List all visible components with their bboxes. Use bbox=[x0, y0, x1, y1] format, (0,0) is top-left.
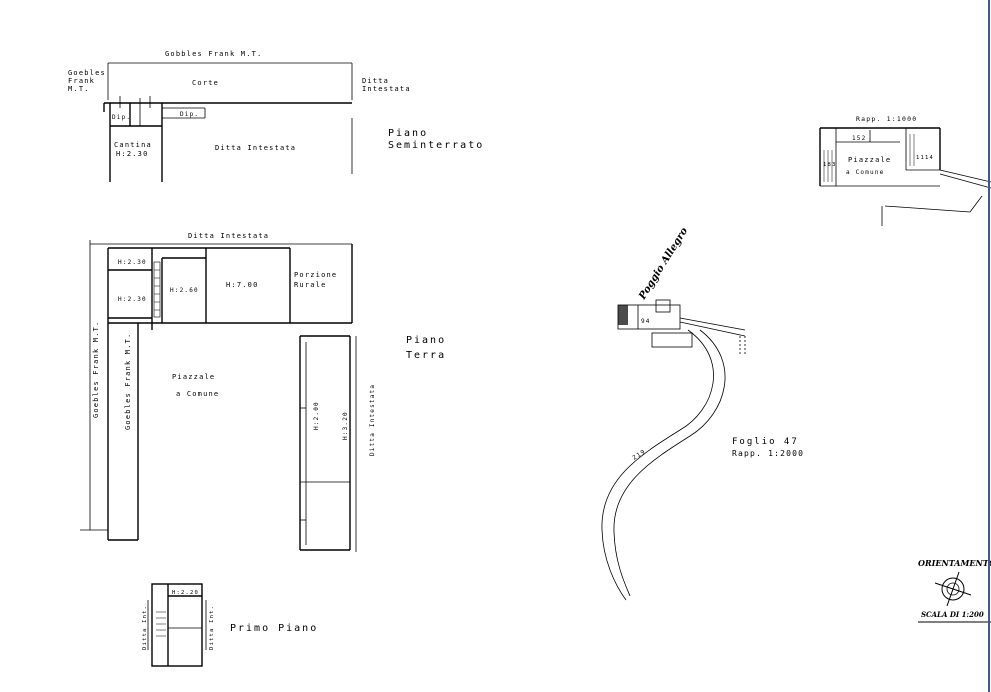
porzione-label-1: Porzione bbox=[294, 271, 337, 279]
seminterrato-right-neighbor-2: Intestata bbox=[362, 85, 411, 93]
seminterrato-left-neighbor-1: Goebles bbox=[68, 69, 106, 77]
primo-walls bbox=[147, 583, 207, 667]
seminterrato-left-neighbor-2: Frank bbox=[68, 77, 95, 85]
map-road-number: 219 bbox=[631, 448, 647, 462]
map-road bbox=[601, 329, 726, 601]
inset-lot-183: 183 bbox=[823, 162, 837, 168]
map-lot-94: 94 bbox=[641, 318, 651, 325]
map-building bbox=[617, 299, 746, 356]
primo-room-height: H:2.20 bbox=[172, 590, 199, 596]
terra-inner-vertical-label: Goebles Frank M.T. bbox=[124, 333, 132, 430]
inset-lot-152: 152 bbox=[852, 135, 866, 142]
terra-left-vertical-label: Goebles Frank M.T. bbox=[92, 321, 100, 418]
terra-right-height-2: H:3.20 bbox=[342, 411, 349, 440]
seminterrato-left-neighbor-3: M.T. bbox=[68, 85, 90, 93]
orientation-legend: ORIENTAMENTO SCALA DI 1:200 bbox=[918, 558, 991, 623]
terra-walls bbox=[80, 240, 357, 552]
map-place-name: Poggio Allegro bbox=[637, 226, 691, 303]
terra-title-2: Terra bbox=[406, 350, 446, 361]
inset-hatch bbox=[823, 134, 915, 182]
inset-site-plan: Rapp. 1:1000 152 183 1114 Piazz bbox=[819, 115, 991, 226]
piazzale-label-2: a Comune bbox=[176, 390, 219, 398]
terra-room4-height: H:7.00 bbox=[226, 281, 259, 289]
scala-label: SCALA DI 1:200 bbox=[921, 610, 984, 619]
seminterrato-walls bbox=[103, 96, 353, 182]
seminterrato-top-neighbor: Gobbles Frank M.T. bbox=[165, 50, 262, 58]
corte-label: Corte bbox=[192, 79, 219, 87]
inset-walls bbox=[819, 127, 991, 226]
porzione-label-2: Rurale bbox=[294, 281, 327, 289]
map-foglio: Foglio 47 bbox=[732, 437, 799, 447]
inset-piazzale-2: a Comune bbox=[846, 169, 885, 176]
primo-right-vertical-label: Ditta Int. bbox=[209, 605, 215, 650]
primo-title: Primo Piano bbox=[230, 623, 318, 634]
terra-room3-height: H:2.60 bbox=[170, 287, 199, 294]
terra-title-1: Piano bbox=[406, 335, 446, 346]
seminterrato-right-neighbor-1: Ditta bbox=[362, 77, 389, 85]
seminterrato-title-2: Seminterrato bbox=[388, 140, 484, 151]
orientamento-label: ORIENTAMENTO bbox=[918, 558, 991, 568]
dip-room-label-2: Dip. bbox=[180, 111, 199, 118]
inset-scale: Rapp. 1:1000 bbox=[856, 115, 917, 123]
inset-piazzale-1: Piazzale bbox=[848, 156, 891, 164]
map-rapp: Rapp. 1:2000 bbox=[732, 449, 804, 458]
terra-top-label: Ditta Intestata bbox=[188, 232, 269, 240]
compass-rose-icon bbox=[934, 571, 972, 607]
plan-piano-terra: Ditta Intestata bbox=[80, 232, 446, 552]
piazzale-label-1: Piazzale bbox=[172, 373, 215, 381]
terra-right-height-1: H:2.00 bbox=[313, 401, 320, 430]
terra-room2-height: H:2.30 bbox=[118, 296, 147, 303]
cadastral-map: 94 Poggio Allegro 219 Foglio 47 Rapp. 1:… bbox=[601, 226, 804, 601]
seminterrato-ditta-label: Ditta Intestata bbox=[215, 144, 296, 152]
cantina-label: Cantina bbox=[114, 141, 152, 149]
terra-right-vertical-label: Ditta Intestata bbox=[369, 384, 376, 456]
primo-left-vertical-label: Ditta Int. bbox=[142, 605, 148, 650]
primo-stair-symbol bbox=[156, 611, 166, 637]
cantina-height: H:2.30 bbox=[116, 150, 149, 158]
plan-seminterrato: Gobbles Frank M.T. Goebles Frank M.T. Co… bbox=[68, 50, 484, 182]
plan-primo-piano: H:2.20 Ditta Int. Ditta Int. Primo Piano bbox=[142, 583, 318, 667]
stair-symbol bbox=[153, 261, 161, 318]
inset-lot-1114: 1114 bbox=[916, 155, 934, 161]
terra-room1-height: H:2.30 bbox=[118, 259, 147, 266]
seminterrato-title-1: Piano bbox=[388, 128, 428, 139]
dip-room-label: Dip. bbox=[112, 114, 131, 121]
